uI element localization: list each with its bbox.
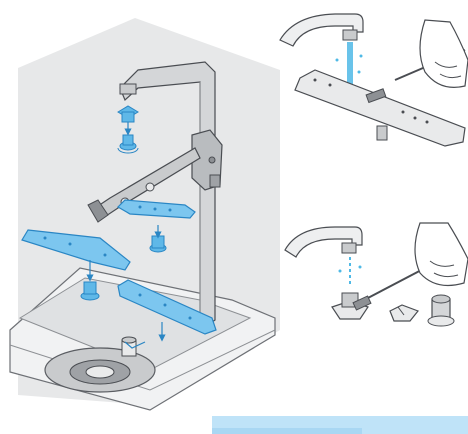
caption-bar-tab [212,428,362,434]
filter-part [428,295,454,326]
rinse-spray-arm-panel [275,0,468,170]
cap-part [390,305,418,321]
hand-icon [415,223,468,285]
rinse-filter-parts-panel [280,215,468,365]
spray-arm-assembly-panel [0,0,285,420]
faucet-icon [285,227,362,257]
water-stream-icon [339,257,362,287]
hand-icon [420,20,468,87]
faucet-icon [280,14,363,46]
